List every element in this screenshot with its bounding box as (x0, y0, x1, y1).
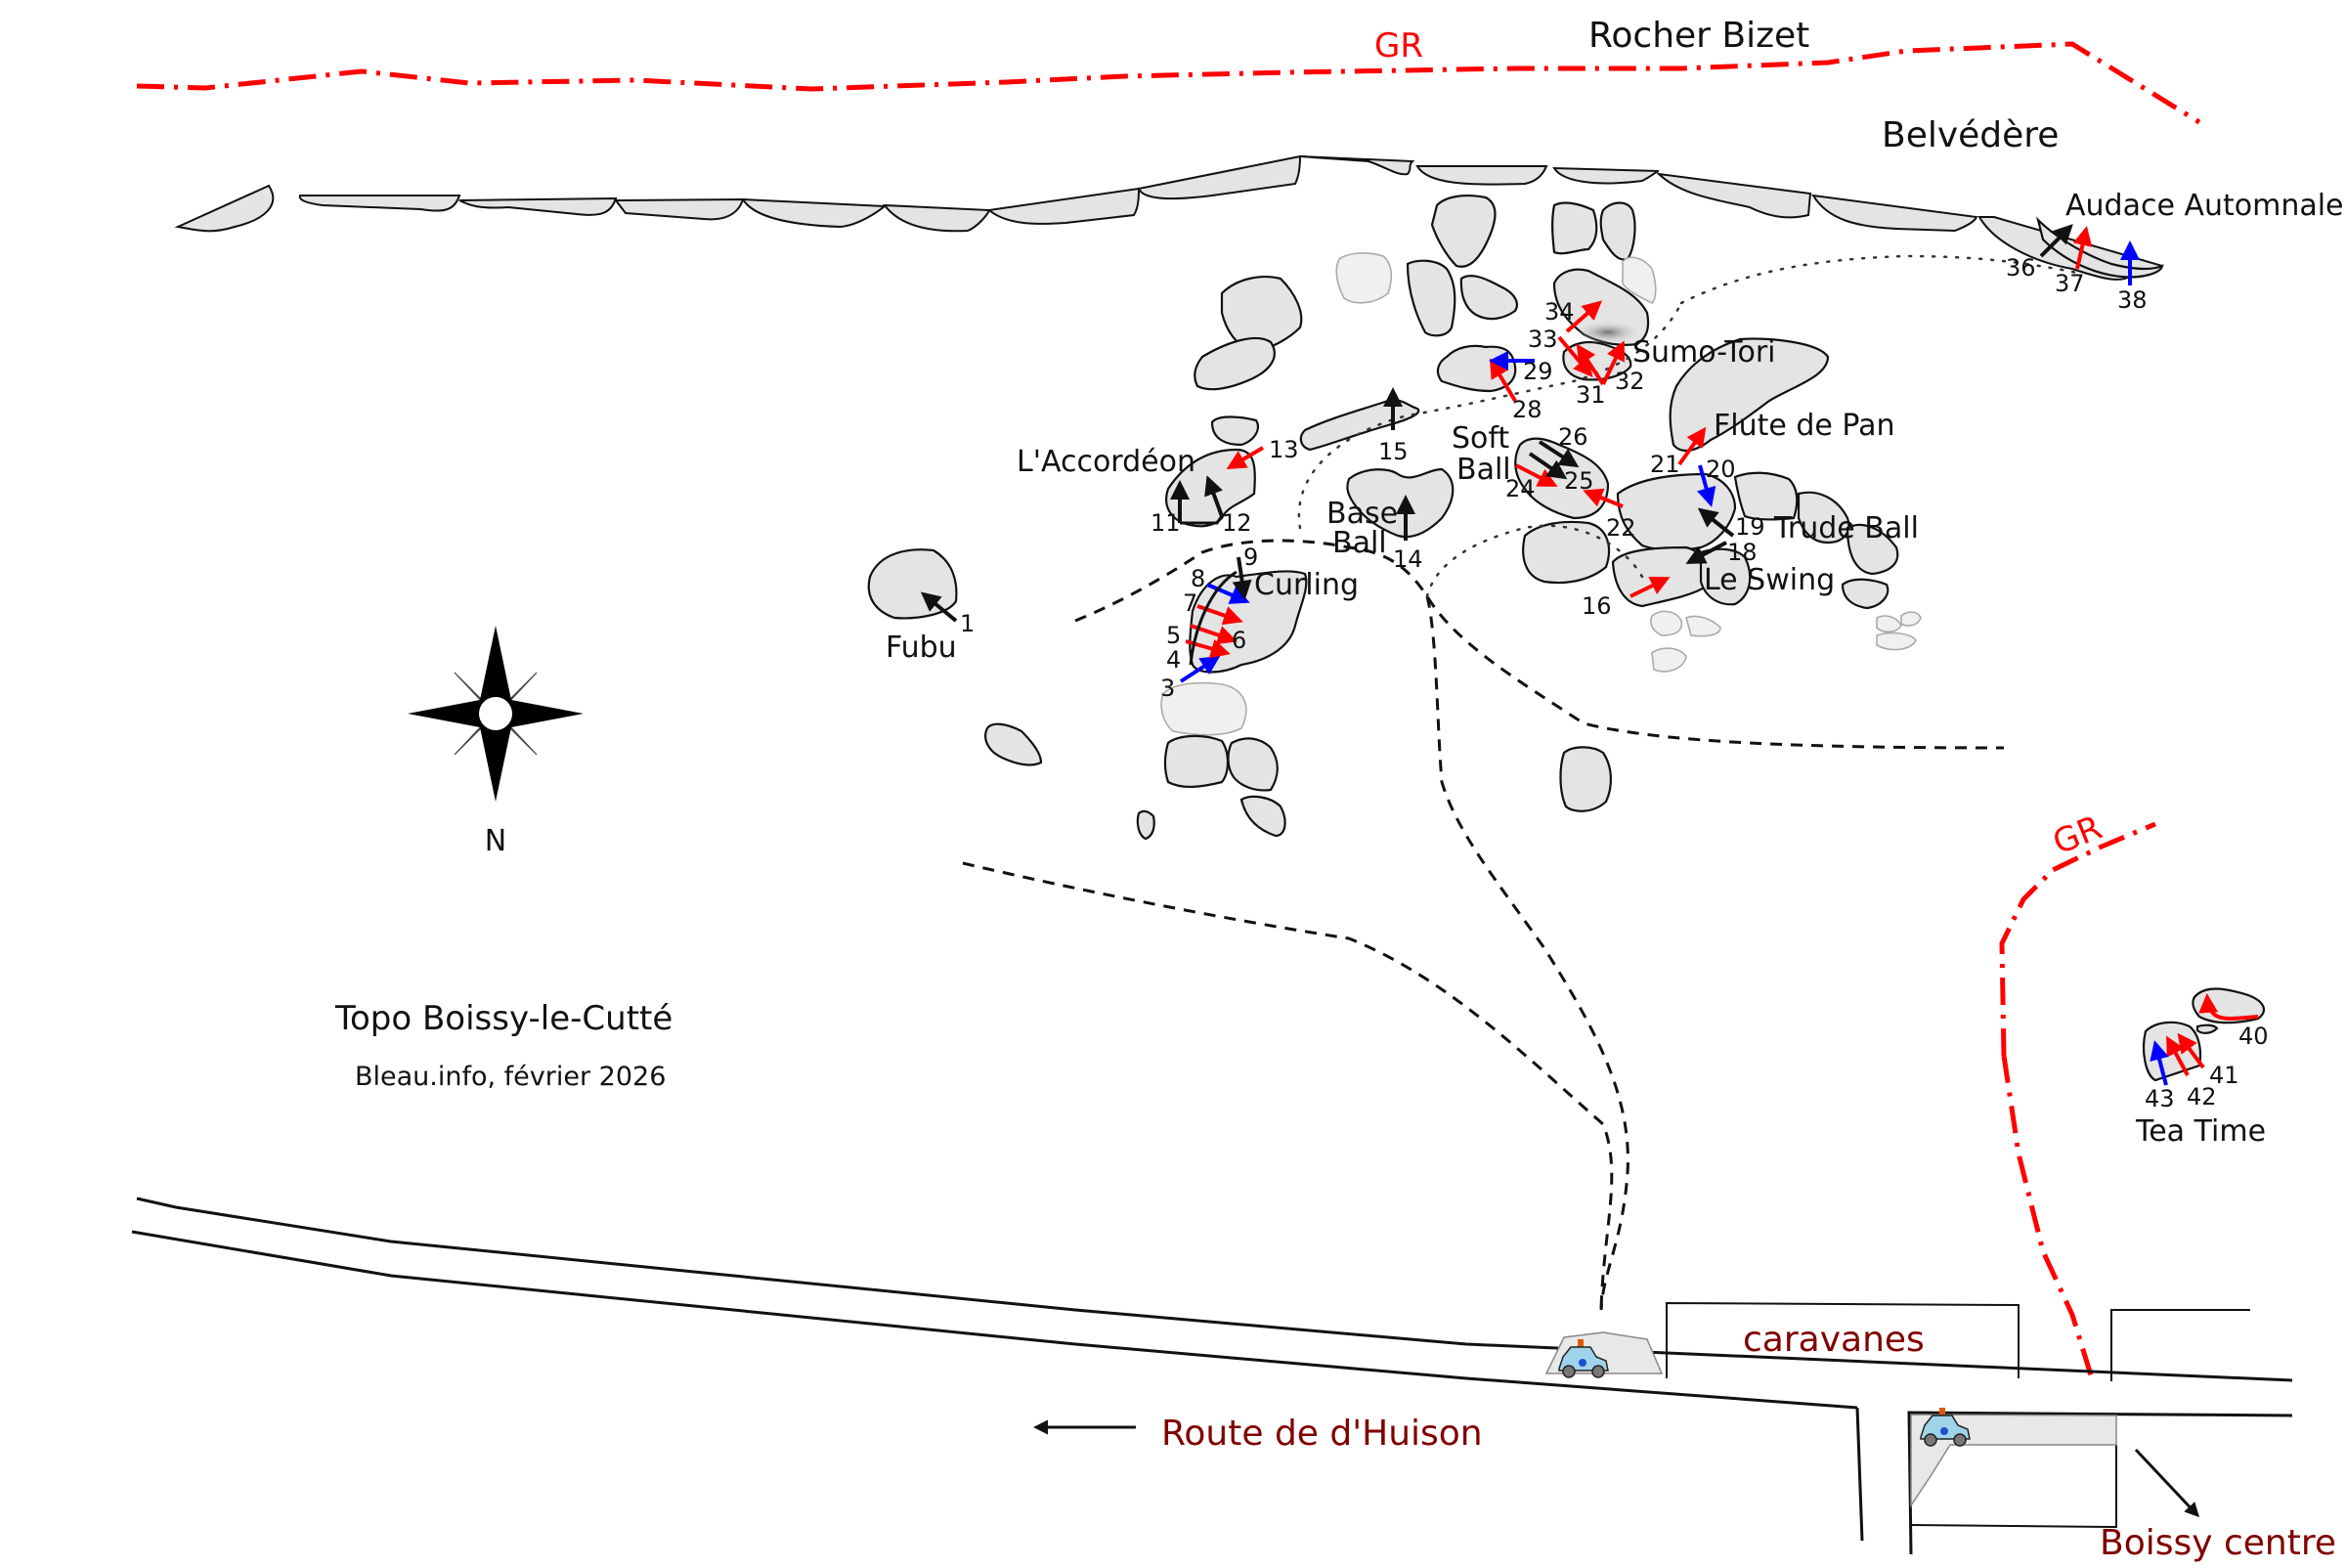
route-numbers: 1 3 4 5 6 7 8 9 11 12 13 14 15 16 18 19 … (960, 254, 2269, 1112)
label-route-huison: Route de d'Huison (1161, 1414, 1483, 1454)
route-number: 11 (1151, 509, 1181, 537)
route-number: 21 (1650, 451, 1680, 478)
route-number: 37 (2055, 270, 2085, 297)
gr-label-right: GR (2048, 808, 2107, 863)
route-number: 31 (1576, 381, 1606, 409)
route-number: 7 (1183, 589, 1197, 617)
route-number: 43 (2145, 1085, 2175, 1112)
route-number: 24 (1505, 475, 1536, 502)
route-number: 3 (1160, 675, 1175, 702)
gr-trail-right-lower (2001, 1055, 2095, 1379)
boulders (867, 195, 2266, 1082)
label-belvedere: Belvédère (1882, 115, 2059, 155)
compass-rose-icon (408, 626, 584, 802)
trail-dotted-3 (1679, 254, 2084, 305)
map-title: Topo Boissy-le-Cutté (334, 999, 673, 1038)
route-number: 16 (1582, 592, 1612, 620)
label-base-ball-2: Ball (1332, 526, 1387, 560)
lot-bottom (1910, 1445, 2117, 1529)
route-number: 4 (1166, 646, 1181, 674)
trail-dashed-3 (1425, 595, 1629, 1311)
label-trude-ball: Trude Ball (1773, 511, 1919, 545)
route-number: 6 (1232, 627, 1246, 654)
label-caravanes: caravanes (1743, 1320, 1925, 1360)
label-base-ball-1: Base (1326, 497, 1398, 531)
label-fubu: Fubu (886, 631, 957, 665)
boulder-flute-de-pan (1669, 337, 1830, 453)
route-number: 20 (1706, 456, 1736, 483)
label-sumo-tori: Sumo-Tori (1632, 335, 1776, 370)
route-number: 22 (1606, 514, 1636, 542)
gr-trail-right (1999, 821, 2156, 1057)
route-number: 42 (2187, 1083, 2217, 1111)
label-curling: Curling (1254, 568, 1359, 602)
route-number: 15 (1378, 438, 1409, 465)
route-number: 28 (1512, 396, 1542, 423)
label-rocher-bizet: Rocher Bizet (1588, 16, 1809, 56)
label-flute-de-pan: Flute de Pan (1714, 409, 1895, 443)
label-audace-automnale: Audace Automnale (2065, 189, 2344, 223)
route-number: 8 (1191, 565, 1205, 592)
road-north-edge (136, 1197, 2293, 1382)
route-number: 41 (2209, 1062, 2239, 1089)
label-le-swing: Le Swing (1704, 563, 1835, 597)
caravanes-lot (1666, 1301, 2020, 1378)
route-number: 1 (960, 610, 975, 637)
route-arrows (920, 224, 2259, 1086)
arrow-down-right-icon (2134, 1448, 2200, 1518)
gr-trail-top (136, 41, 2201, 125)
boulder-accordeon-top (1210, 415, 1259, 447)
route-number: 26 (1558, 423, 1588, 451)
label-soft-ball-1: Soft (1452, 421, 1509, 456)
label-boissy-centre: Boissy centre (2100, 1523, 2336, 1563)
route-number: 33 (1528, 326, 1558, 353)
route-number: 5 (1166, 622, 1181, 649)
route-number: 18 (1727, 539, 1758, 566)
lot-right (2110, 1309, 2250, 1381)
route-number: 12 (1222, 509, 1252, 537)
trail-dashed-2 (962, 861, 1614, 1311)
route-number: 34 (1544, 298, 1575, 326)
police-car-parking-icon (1558, 1339, 1609, 1378)
police-car-parking-icon (1920, 1408, 1971, 1447)
trail-dotted-2 (1425, 524, 1644, 598)
route-number: 32 (1615, 368, 1645, 395)
cliff-edge (174, 154, 2164, 281)
compass-north-label: N (485, 824, 506, 858)
route-number: 14 (1393, 545, 1423, 573)
road-south-edge (131, 1230, 1858, 1410)
route-number: 40 (2238, 1023, 2269, 1050)
route-number: 19 (1735, 513, 1765, 541)
route-number: 29 (1523, 358, 1553, 385)
map-subtitle: Bleau.info, février 2026 (355, 1062, 666, 1092)
label-accordeon: L'Accordéon (1017, 445, 1195, 479)
route-number: 13 (1269, 436, 1299, 463)
road-junction-left (1855, 1407, 1864, 1542)
route-number: 38 (2117, 286, 2148, 314)
boulder-15 (1299, 399, 1420, 452)
boulder-curling-faint (1160, 681, 1247, 736)
label-soft-ball-2: Ball (1456, 453, 1511, 487)
gr-label-top: GR (1374, 26, 1423, 65)
label-tea-time: Tea Time (2135, 1114, 2266, 1149)
route-number: 25 (1564, 467, 1594, 495)
route-number: 9 (1243, 544, 1258, 571)
route-number: 36 (2006, 254, 2036, 282)
